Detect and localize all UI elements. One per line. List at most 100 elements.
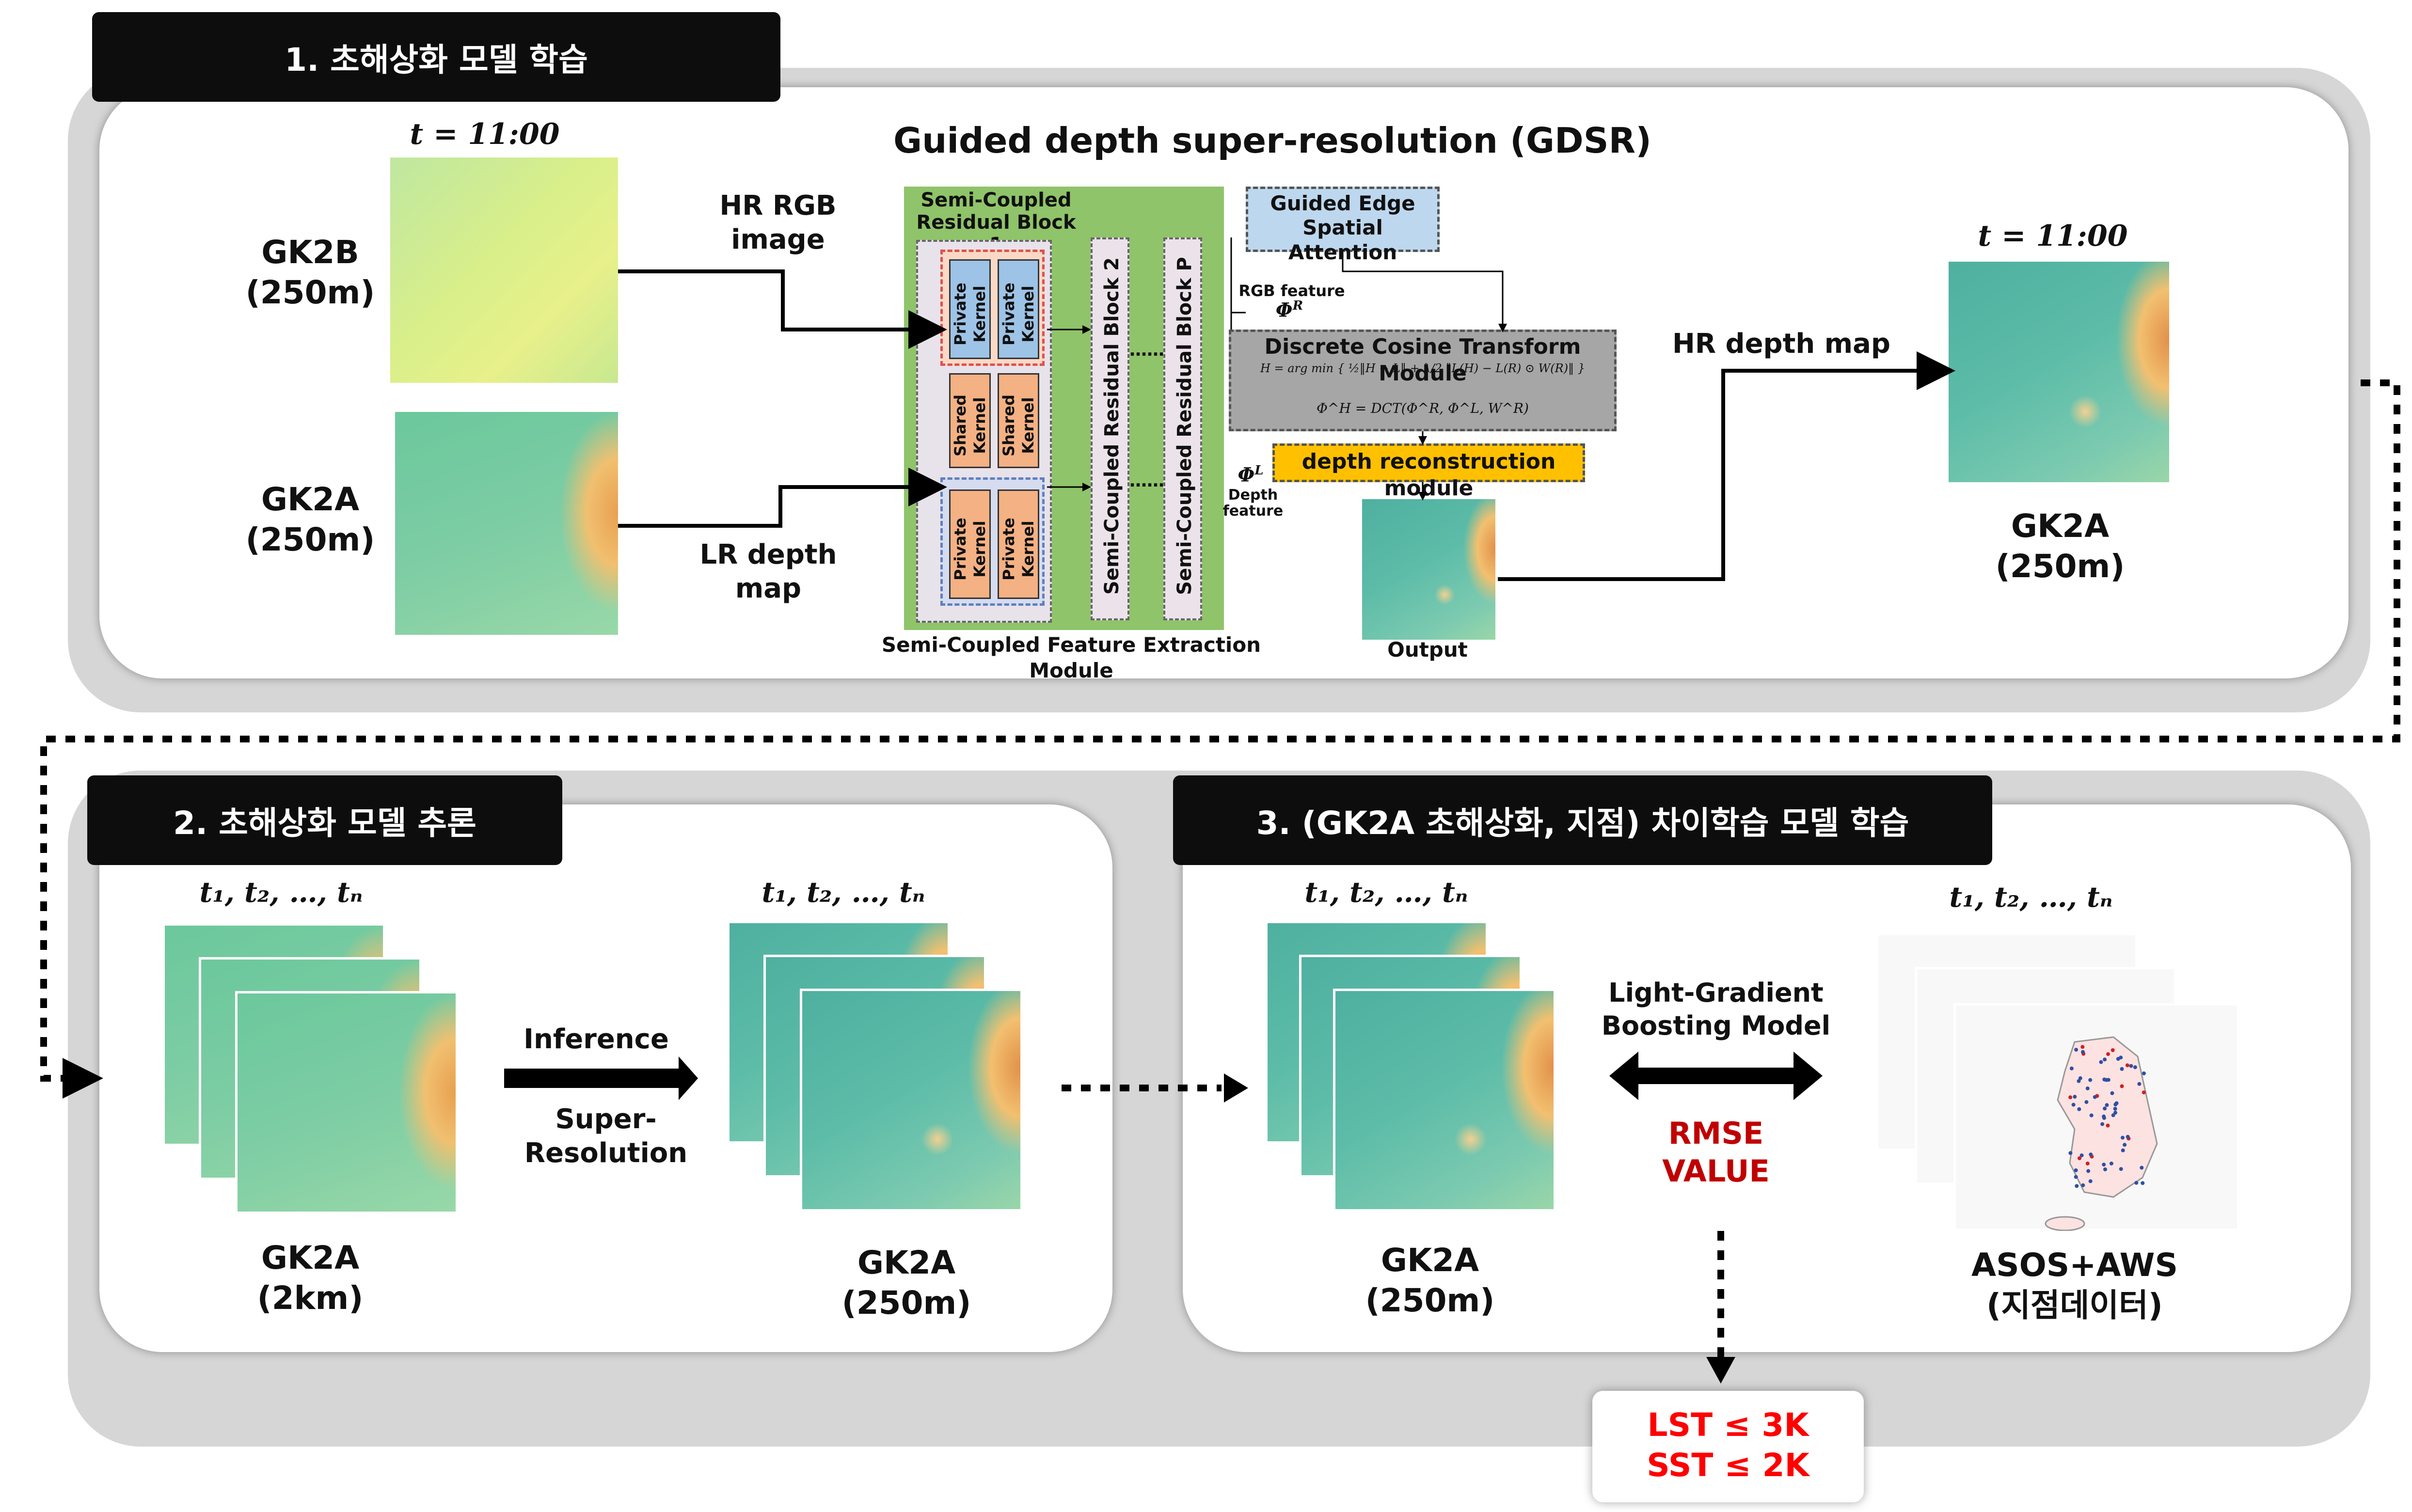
station-dot bbox=[2103, 1167, 2107, 1171]
private-kernel-rgb-1-text: Private Kernel bbox=[951, 283, 989, 346]
time-label-left: t = 11:00 bbox=[410, 117, 560, 151]
scrb1-title: Semi-Coupled Residual Block 1 bbox=[906, 189, 1086, 256]
korea-station-map bbox=[2045, 1036, 2158, 1231]
station-dot bbox=[2125, 1063, 2129, 1068]
sst-threshold: SST ≤ 2K bbox=[1647, 1446, 1809, 1484]
result-box bbox=[1592, 1391, 1864, 1502]
private-kernel-rgb-2-text: Private Kernel bbox=[1000, 283, 1037, 346]
station-dot bbox=[2074, 1168, 2078, 1172]
s3-left-label: GK2A (250m) bbox=[1343, 1241, 1517, 1321]
phi-l-sup: L bbox=[1254, 463, 1264, 478]
hr-rgb-label: HR RGB image bbox=[688, 189, 868, 257]
s3-times-left: t₁, t₂, …, tₙ bbox=[1304, 876, 1468, 909]
station-dot bbox=[2100, 1122, 2105, 1126]
depth-feature-line1: Depth bbox=[1228, 487, 1278, 504]
station-dot bbox=[2109, 1161, 2113, 1166]
asos-name: ASOS+AWS bbox=[1971, 1246, 2178, 1284]
station-dot bbox=[2116, 1057, 2120, 1061]
lgbm-line2: Boosting Model bbox=[1601, 1010, 1831, 1041]
gk2b-name: GK2B bbox=[261, 234, 359, 271]
private-kernel-rgb-1: Private Kernel bbox=[949, 259, 991, 359]
gk2a-input-name: GK2A bbox=[261, 481, 360, 518]
gesa-label: Guided Edge Spatial Attention bbox=[1246, 191, 1440, 265]
asos-res: (지점데이터) bbox=[1986, 1286, 2163, 1324]
station-dot bbox=[2120, 1067, 2124, 1071]
station-dot bbox=[2088, 1179, 2093, 1183]
hr-output-image bbox=[1949, 262, 2169, 482]
lr-depth-line1: LR depth bbox=[699, 539, 837, 570]
phi-r-sup: R bbox=[1292, 299, 1303, 313]
station-dot bbox=[2085, 1086, 2090, 1090]
station-dot bbox=[2111, 1113, 2115, 1118]
gdsr-title: Guided depth super-resolution (GDSR) bbox=[893, 120, 1651, 161]
s2-hr-frame-3 bbox=[800, 989, 1023, 1212]
gk2b-image bbox=[390, 158, 618, 383]
scrbp-text: Semi-Coupled Residual Block P bbox=[1174, 257, 1196, 595]
gk2a-output-label: GK2A (250m) bbox=[1968, 506, 2152, 586]
rgb-feature-label: RGB feature bbox=[1238, 282, 1345, 300]
lr-depth-line2: map bbox=[735, 573, 802, 604]
station-dot bbox=[2089, 1152, 2093, 1157]
station-dot bbox=[2089, 1113, 2094, 1118]
shared-kernel-2: Shared Kernel bbox=[998, 373, 1039, 468]
phi-l-label: ΦL bbox=[1226, 463, 1275, 487]
s3-left-res: (250m) bbox=[1365, 1281, 1495, 1319]
station-dot bbox=[2104, 1078, 2109, 1082]
phi-r-symbol: Φ bbox=[1275, 299, 1293, 322]
depth-reconstruction-label: depth reconstruction module bbox=[1301, 449, 1556, 501]
gk2b-res: (250m) bbox=[245, 273, 375, 311]
s2-right-name: GK2A bbox=[857, 1244, 956, 1281]
ellipsis-top: …… bbox=[1129, 340, 1164, 360]
s2-left-res: (2km) bbox=[257, 1279, 364, 1317]
station-dot bbox=[2078, 1076, 2082, 1080]
station-dot bbox=[2081, 1183, 2085, 1187]
gk2a-output-res: (250m) bbox=[1995, 547, 2125, 585]
station-dot bbox=[2079, 1153, 2084, 1158]
private-kernel-depth-1: Private Kernel bbox=[949, 489, 991, 599]
hr-depth-map-label: HR depth map bbox=[1672, 328, 1890, 360]
station-dot bbox=[2123, 1143, 2127, 1147]
s2-left-label: GK2A (2km) bbox=[223, 1238, 397, 1318]
lr-depth-label: LR depth map bbox=[679, 538, 858, 606]
s2-lr-frame-3 bbox=[235, 991, 458, 1214]
shared-kernel-1: Shared Kernel bbox=[949, 373, 991, 468]
rmse-line2: VALUE bbox=[1662, 1153, 1770, 1189]
station-dot bbox=[2106, 1123, 2110, 1128]
gk2a-input-res: (250m) bbox=[245, 520, 375, 558]
station-dot bbox=[2074, 1175, 2078, 1179]
gesa-line1: Guided Edge bbox=[1270, 191, 1415, 215]
lgbm-label: Light-Gradient Boosting Model bbox=[1595, 976, 1837, 1042]
station-dot bbox=[2103, 1057, 2107, 1062]
lst-threshold: LST ≤ 3K bbox=[1647, 1406, 1809, 1444]
station-dot bbox=[2110, 1091, 2114, 1095]
s3-times-right: t₁, t₂, …, tₙ bbox=[1949, 881, 2113, 914]
s2-left-name: GK2A bbox=[261, 1239, 360, 1276]
station-dot bbox=[2074, 1048, 2079, 1052]
station-dot bbox=[2142, 1071, 2146, 1075]
s2-times-right: t₁, t₂, …, tₙ bbox=[762, 876, 925, 909]
station-dot bbox=[2140, 1166, 2144, 1170]
station-dot bbox=[2126, 1134, 2130, 1139]
station-dot bbox=[2068, 1151, 2073, 1155]
station-dot bbox=[2102, 1114, 2106, 1118]
station-dot bbox=[2068, 1095, 2073, 1100]
scrb1-line1: Semi-Coupled bbox=[920, 189, 1072, 211]
dct-eq2: Φ^H = DCT(Φ^R, Φ^L, W^R) bbox=[1317, 400, 1529, 416]
private-kernel-rgb-2: Private Kernel bbox=[998, 259, 1039, 359]
station-dot bbox=[2075, 1184, 2079, 1188]
station-dot bbox=[2121, 1148, 2125, 1152]
super-resolution-label: Super-Resolution bbox=[524, 1103, 688, 1169]
station-dot bbox=[2071, 1102, 2076, 1107]
korea-peninsula-shape bbox=[2057, 1036, 2158, 1198]
asos-label: ASOS+AWS (지점데이터) bbox=[1949, 1245, 2201, 1325]
station-dot bbox=[2086, 1169, 2091, 1173]
lgbm-line1: Light-Gradient bbox=[1608, 977, 1824, 1008]
scrb2-text: Semi-Coupled Residual Block 2 bbox=[1101, 257, 1123, 595]
gk2a-lr-image bbox=[395, 412, 618, 635]
station-dot bbox=[2119, 1167, 2123, 1171]
station-dot bbox=[2114, 1101, 2119, 1105]
station-dot bbox=[2113, 1111, 2117, 1115]
section1-tag: 1. 초해상화 모델 학습 bbox=[92, 12, 780, 102]
station-dot bbox=[2102, 1163, 2106, 1167]
gk2b-label: GK2B (250m) bbox=[223, 233, 397, 313]
